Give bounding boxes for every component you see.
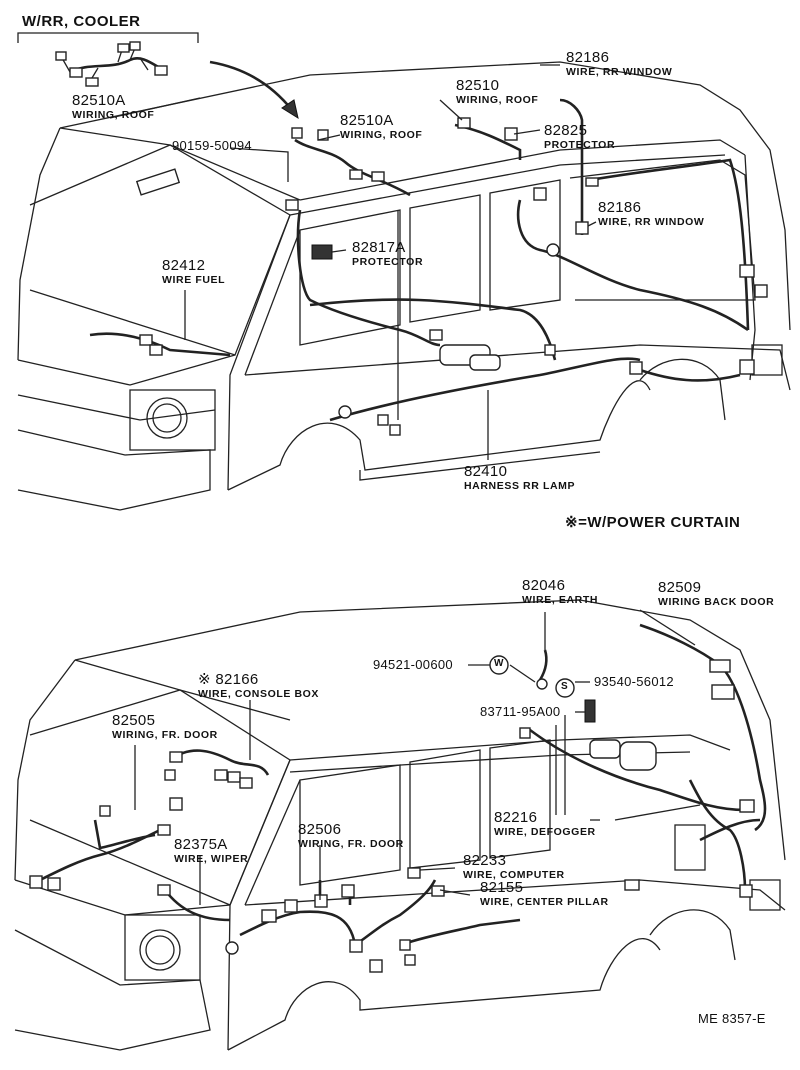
part-number: 82506: [298, 821, 342, 838]
callout-82505: 82505 WIRING, FR. DOOR: [112, 713, 218, 741]
part-number: 82510: [456, 77, 500, 94]
callout-82412: 82412 WIRE FUEL: [162, 258, 225, 286]
callout-90159-50094: 90159-50094: [172, 139, 252, 152]
marker-w: [489, 655, 509, 675]
bottom-leaders: [134, 609, 701, 905]
part-number: 82510A: [72, 92, 126, 109]
part-desc: WIRING, ROOF: [456, 94, 539, 106]
part-number: 82509: [658, 579, 702, 596]
part-number: ※ 82166: [198, 671, 259, 688]
part-number: 82825: [544, 122, 588, 139]
part-number: 82186: [598, 199, 642, 216]
part-desc: WIRE, RR WINDOW: [598, 216, 705, 228]
marker-s: [555, 678, 575, 698]
callout-82825: 82825 PROTECTOR: [544, 123, 615, 151]
top-connectors: [135, 117, 768, 436]
part-number: 82510A: [340, 112, 394, 129]
marker-s-label: S: [561, 681, 568, 692]
callout-82186-side: 82186 WIRE, RR WINDOW: [598, 200, 704, 228]
callout-82155: 82155 WIRE, CENTER PILLAR: [480, 880, 609, 908]
rr-cooler-bracket: [17, 32, 199, 43]
footer-code: ME 8357-E: [698, 1011, 766, 1026]
callout-82410: 82410 HARNESS RR LAMP: [464, 464, 575, 492]
callout-82216: 82216 WIRE, DEFOGGER: [494, 810, 596, 838]
part-number: 82375A: [174, 836, 228, 853]
part-number: 82412: [162, 257, 206, 274]
part-desc: WIRING, FR. DOOR: [112, 729, 218, 741]
part-number: 82233: [463, 852, 507, 869]
callout-82510a-roof: 82510A WIRING, ROOF: [340, 113, 422, 141]
callout-82046: 82046 WIRE, EARTH: [522, 578, 598, 606]
part-desc: WIRE, WIPER: [174, 853, 249, 865]
callout-82375a: 82375A WIRE, WIPER: [174, 837, 248, 865]
inset-roof-wiring: [55, 41, 168, 87]
callout-82166: ※ 82166 WIRE, CONSOLE BOX: [198, 672, 319, 700]
part-desc: WIRE, CONSOLE BOX: [198, 688, 320, 700]
part-desc: WIRE, DEFOGGER: [494, 826, 596, 838]
part-desc: PROTECTOR: [544, 139, 616, 151]
part-number: 82186: [566, 49, 610, 66]
part-desc: WIRE FUEL: [162, 274, 226, 286]
part-desc: HARNESS RR LAMP: [464, 480, 576, 492]
part-desc: WIRING, ROOF: [72, 109, 155, 121]
top-harness-wires: [89, 98, 750, 422]
part-number: 93540-56012: [594, 674, 674, 689]
callout-82186-top: 82186 WIRE, RR WINDOW: [566, 50, 672, 78]
top-van-body: [17, 61, 791, 511]
bottom-harness-wires: [39, 623, 767, 947]
part-desc: WIRING BACK DOOR: [658, 596, 775, 608]
callout-82510a-inset: 82510A WIRING, ROOF: [72, 93, 154, 121]
indicator-arrow: [209, 60, 299, 120]
part-number: 82505: [112, 712, 156, 729]
callout-82233: 82233 WIRE, COMPUTER: [463, 853, 565, 881]
bottom-connectors: [29, 659, 755, 973]
part-number: 82410: [464, 463, 508, 480]
part-desc: WIRE, RR WINDOW: [566, 66, 673, 78]
header-note: W/RR, COOLER: [22, 13, 141, 30]
callout-93540-56012: 93540-56012: [594, 675, 674, 688]
callout-82506: 82506 WIRING, FR. DOOR: [298, 822, 404, 850]
part-number: 94521-00600: [373, 657, 453, 672]
top-leaders: [109, 64, 597, 460]
part-number: 82155: [480, 879, 524, 896]
marker-w-label: W: [494, 658, 504, 669]
callout-83711-95a00: 83711-95A00: [480, 705, 560, 718]
callout-82510: 82510 WIRING, ROOF: [456, 78, 538, 106]
part-desc: WIRE, EARTH: [522, 594, 599, 606]
callout-82509: 82509 WIRING BACK DOOR: [658, 580, 774, 608]
part-number: 83711-95A00: [480, 704, 561, 719]
callout-94521-00600: 94521-00600: [373, 658, 453, 671]
part-desc: PROTECTOR: [352, 256, 424, 268]
part-desc: WIRING, ROOF: [340, 129, 423, 141]
part-number: 82817A: [352, 239, 406, 256]
callout-82817a: 82817A PROTECTOR: [352, 240, 423, 268]
part-number: 90159-50094: [172, 138, 252, 153]
part-desc: WIRING, FR. DOOR: [298, 838, 404, 850]
part-desc: WIRE, COMPUTER: [463, 869, 565, 881]
part-number: 82216: [494, 809, 538, 826]
part-desc: WIRE, CENTER PILLAR: [480, 896, 609, 908]
part-number: 82046: [522, 577, 566, 594]
power-curtain-note: ※=W/POWER CURTAIN: [565, 514, 741, 531]
